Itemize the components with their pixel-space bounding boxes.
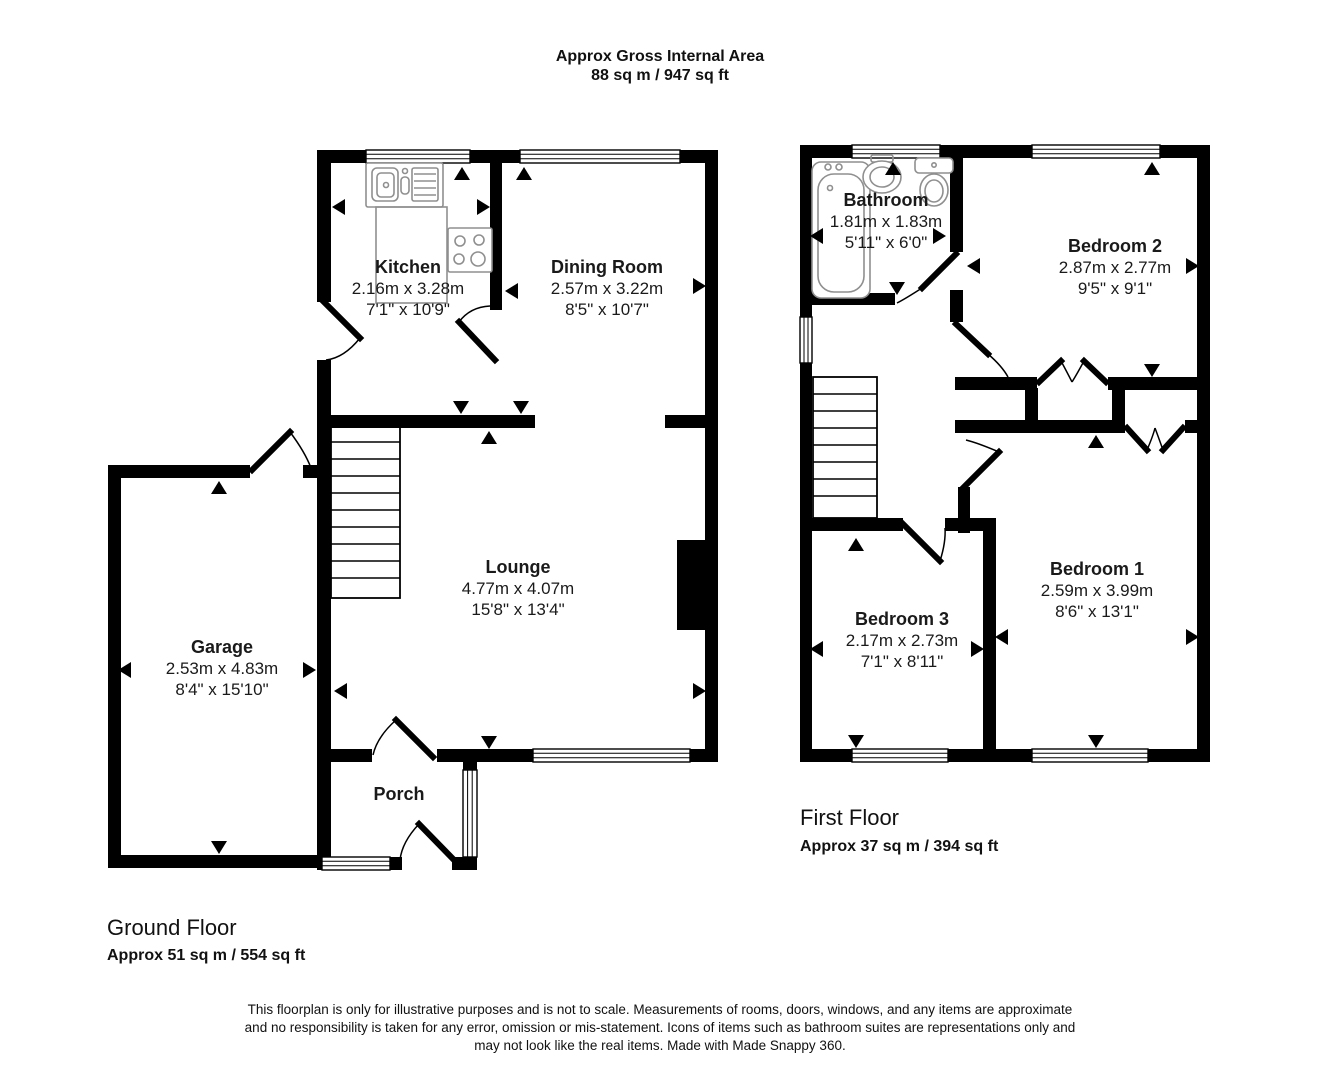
room-name: Kitchen bbox=[374, 257, 442, 277]
room-name: Porch bbox=[373, 784, 425, 804]
bedroom1-window bbox=[1031, 748, 1149, 763]
bedroom2-door bbox=[951, 319, 1009, 378]
ground-floor-plan bbox=[108, 149, 718, 871]
room-imperial: 15'8" x 13'4" bbox=[471, 600, 565, 619]
room-imperial: 7'1" x 10'9" bbox=[366, 300, 450, 319]
room-metric: 2.17m x 2.73m bbox=[845, 631, 959, 650]
room-name: Bedroom 3 bbox=[854, 609, 950, 629]
room-label-garage: Garage 2.53m x 4.83m 8'4" x 15'10" bbox=[166, 637, 278, 700]
room-imperial: 8'6" x 13'1" bbox=[1055, 602, 1139, 621]
toilet-icon bbox=[914, 157, 954, 207]
room-name: Dining Room bbox=[551, 257, 663, 277]
kitchen-sink-icon bbox=[365, 162, 444, 208]
room-name: Garage bbox=[190, 637, 254, 657]
bath-icon bbox=[811, 161, 871, 299]
title-line2: 88 sq m / 947 sq ft bbox=[591, 67, 729, 84]
room-imperial: 8'4" x 15'10" bbox=[175, 680, 269, 699]
ground-floor-title: Ground Floor bbox=[107, 915, 237, 940]
room-imperial: 8'5" x 10'7" bbox=[565, 300, 649, 319]
first-floor-title: First Floor bbox=[800, 805, 899, 830]
room-imperial: 9'5" x 9'1" bbox=[1077, 279, 1153, 298]
room-label-bedroom3: Bedroom 3 2.17m x 2.73m 7'1" x 8'11" bbox=[846, 609, 958, 672]
room-metric: 1.81m x 1.83m bbox=[829, 212, 943, 231]
title-line1: Approx Gross Internal Area bbox=[555, 48, 765, 65]
kitchen-back-door bbox=[319, 297, 365, 361]
bedroom2-window bbox=[1031, 144, 1161, 159]
hob-icon bbox=[447, 227, 493, 273]
chimney-breast bbox=[677, 540, 707, 630]
room-label-bathroom: Bathroom 1.81m x 1.83m 5'11" x 6'0" bbox=[830, 190, 942, 253]
room-metric: 2.87m x 2.77m bbox=[1058, 258, 1172, 277]
landing-window bbox=[799, 316, 813, 364]
stairs-ground bbox=[330, 424, 401, 599]
room-imperial: 7'1" x 8'11" bbox=[860, 652, 944, 671]
first-doors bbox=[896, 249, 1188, 566]
room-metric: 2.53m x 4.83m bbox=[165, 659, 279, 678]
disclaimer-line3: may not look like the real items. Made w… bbox=[474, 1038, 846, 1053]
room-metric: 4.77m x 4.07m bbox=[461, 579, 575, 598]
kitchen-window bbox=[365, 149, 471, 164]
room-label-kitchen: Kitchen 2.16m x 3.28m 7'1" x 10'9" bbox=[352, 257, 464, 320]
ground-windows bbox=[321, 149, 691, 871]
dining-window bbox=[519, 149, 681, 164]
bathroom-window bbox=[851, 144, 941, 159]
first-floor-area: Approx 37 sq m / 394 sq ft bbox=[800, 838, 999, 855]
room-imperial: 5'11" x 6'0" bbox=[844, 233, 928, 252]
bathroom-door bbox=[896, 249, 961, 304]
porch-front-window bbox=[321, 856, 391, 871]
stairs-first bbox=[812, 376, 878, 519]
kitchen-counter bbox=[375, 206, 448, 304]
room-metric: 2.57m x 3.22m bbox=[550, 279, 664, 298]
cupboard-doors bbox=[1122, 423, 1188, 455]
garage-side-door bbox=[247, 427, 312, 475]
kitchen-dining-door bbox=[454, 305, 500, 365]
room-metric: 2.16m x 3.28m bbox=[351, 279, 465, 298]
room-label-porch: Porch bbox=[373, 784, 424, 805]
first-floor-plan bbox=[799, 144, 1210, 763]
room-label-lounge: Lounge 4.77m x 4.07m 15'8" x 13'4" bbox=[462, 557, 574, 620]
room-name: Bedroom 1 bbox=[1049, 559, 1145, 579]
bedroom1-door bbox=[959, 439, 1004, 492]
room-name: Lounge bbox=[485, 557, 551, 577]
disclaimer-text: This floorplan is only for illustrative … bbox=[245, 1001, 1076, 1055]
room-name: Bathroom bbox=[843, 190, 929, 210]
garage-wall bbox=[108, 465, 121, 868]
disclaimer-line2: and no responsibility is taken for any e… bbox=[244, 1020, 1076, 1035]
bedroom2-wardrobe-doors bbox=[1034, 356, 1111, 387]
front-door bbox=[399, 819, 461, 867]
bedroom3-door bbox=[898, 519, 946, 566]
room-name: Bedroom 2 bbox=[1067, 236, 1163, 256]
disclaimer-line1: This floorplan is only for illustrative … bbox=[247, 1002, 1073, 1017]
room-label-bedroom1: Bedroom 1 2.59m x 3.99m 8'6" x 13'1" bbox=[1041, 559, 1153, 622]
room-label-bedroom2: Bedroom 2 2.87m x 2.77m 9'5" x 9'1" bbox=[1059, 236, 1171, 299]
room-metric: 2.59m x 3.99m bbox=[1040, 581, 1154, 600]
page-title: Approx Gross Internal Area 88 sq m / 947… bbox=[556, 47, 764, 85]
bedroom3-window bbox=[851, 748, 949, 763]
room-label-dining-room: Dining Room 2.57m x 3.22m 8'5" x 10'7" bbox=[551, 257, 663, 320]
ground-floor-area: Approx 51 sq m / 554 sq ft bbox=[107, 947, 306, 964]
porch-side-window bbox=[462, 769, 478, 858]
lounge-porch-door bbox=[372, 715, 438, 762]
ground-doors bbox=[247, 297, 500, 867]
lounge-window bbox=[532, 748, 691, 763]
